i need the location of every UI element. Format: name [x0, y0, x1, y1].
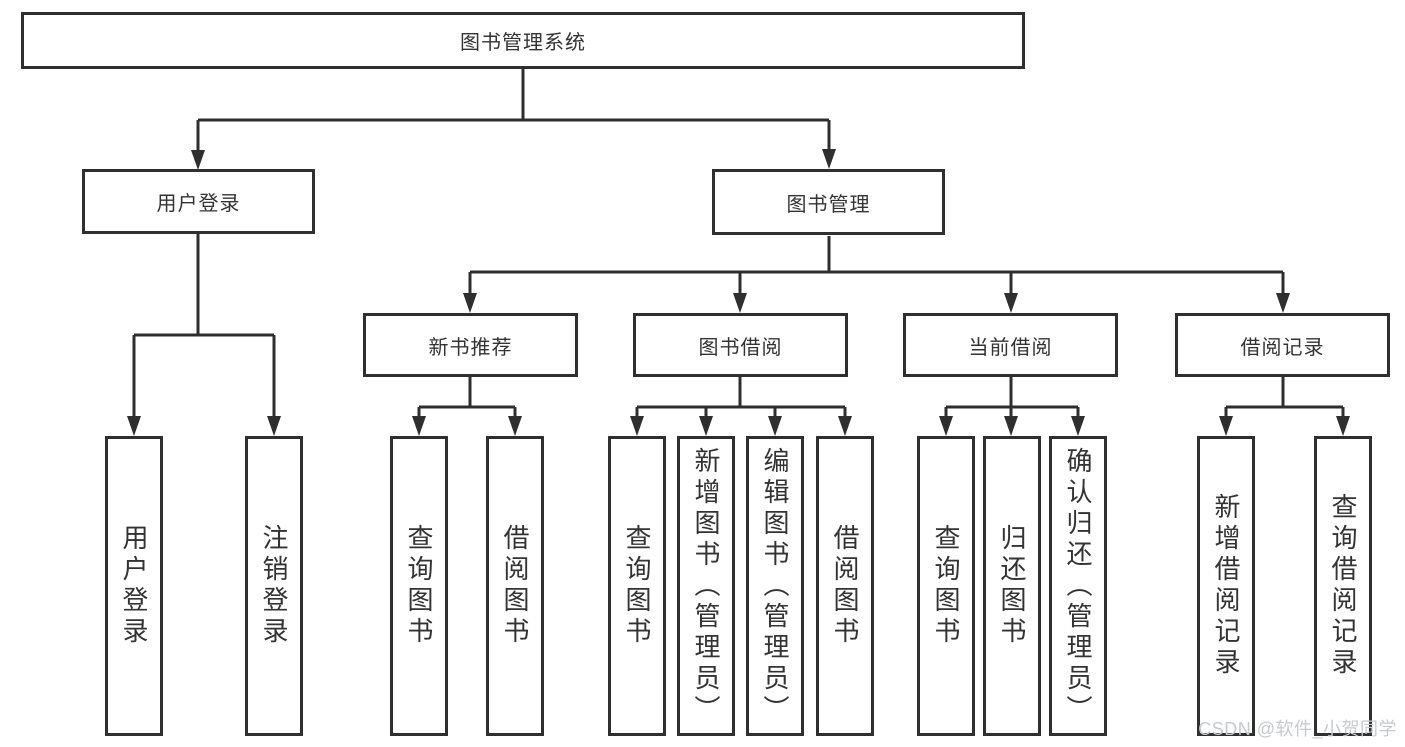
- leaf-br-query-record: 查询借阅记录: [1314, 436, 1372, 736]
- node-book-management: 图书管理: [712, 169, 945, 235]
- node-label: 用户登录: [156, 193, 241, 215]
- leaf-rec-query-book: 查询图书: [390, 436, 448, 736]
- arrowheads: [127, 149, 1350, 436]
- node-current-borrowing: 当前借阅: [903, 313, 1118, 377]
- node-label: 图书管理: [786, 193, 871, 216]
- leaf-bb-edit-book-admin: 编辑图书（管理员）: [746, 436, 804, 736]
- node-label: 图书管理系统: [460, 32, 586, 54]
- node-label: 查询图书: [931, 524, 961, 648]
- node-label: 借阅图书: [500, 524, 530, 648]
- node-user-login: 用户登录: [82, 169, 315, 234]
- node-label: 用户登录: [119, 524, 149, 648]
- node-label: 借阅图书: [830, 524, 860, 648]
- node-label: 编辑图书（管理员）: [760, 446, 790, 726]
- node-label: 注销登录: [259, 524, 289, 648]
- node-borrowing-records: 借阅记录: [1175, 313, 1390, 377]
- node-label: 新增借阅记录: [1211, 493, 1241, 679]
- leaf-cb-confirm-return-admin: 确认归还（管理员）: [1049, 436, 1107, 736]
- leaf-user-login: 用户登录: [105, 436, 163, 736]
- node-label: 图书借阅: [698, 336, 783, 359]
- node-label: 新增图书（管理员）: [691, 446, 721, 726]
- node-label: 归还图书: [997, 524, 1027, 648]
- node-label: 查询借阅记录: [1328, 493, 1358, 679]
- leaf-cb-query-book: 查询图书: [917, 436, 975, 736]
- leaf-br-add-record: 新增借阅记录: [1197, 436, 1255, 736]
- leaf-rec-borrow-book: 借阅图书: [486, 436, 544, 736]
- node-book-borrowing: 图书借阅: [633, 313, 848, 377]
- node-label: 借阅记录: [1240, 336, 1325, 359]
- node-label: 确认归还（管理员）: [1063, 446, 1093, 726]
- leaf-logout-login: 注销登录: [245, 436, 303, 736]
- csdn-watermark: CSDN @软件_小贺同学: [1198, 719, 1397, 739]
- leaf-bb-borrow-book: 借阅图书: [816, 436, 874, 736]
- node-label: 查询图书: [404, 524, 434, 648]
- leaf-bb-add-book-admin: 新增图书（管理员）: [677, 436, 735, 736]
- node-label: 查询图书: [622, 524, 652, 648]
- node-label: 新书推荐: [428, 336, 513, 359]
- node-new-book-recommend: 新书推荐: [363, 313, 578, 377]
- leaf-cb-return-book: 归还图书: [983, 436, 1041, 736]
- leaf-bb-query-book: 查询图书: [608, 436, 666, 736]
- node-label: 当前借阅: [968, 336, 1053, 359]
- node-book-management-system: 图书管理系统: [21, 12, 1025, 69]
